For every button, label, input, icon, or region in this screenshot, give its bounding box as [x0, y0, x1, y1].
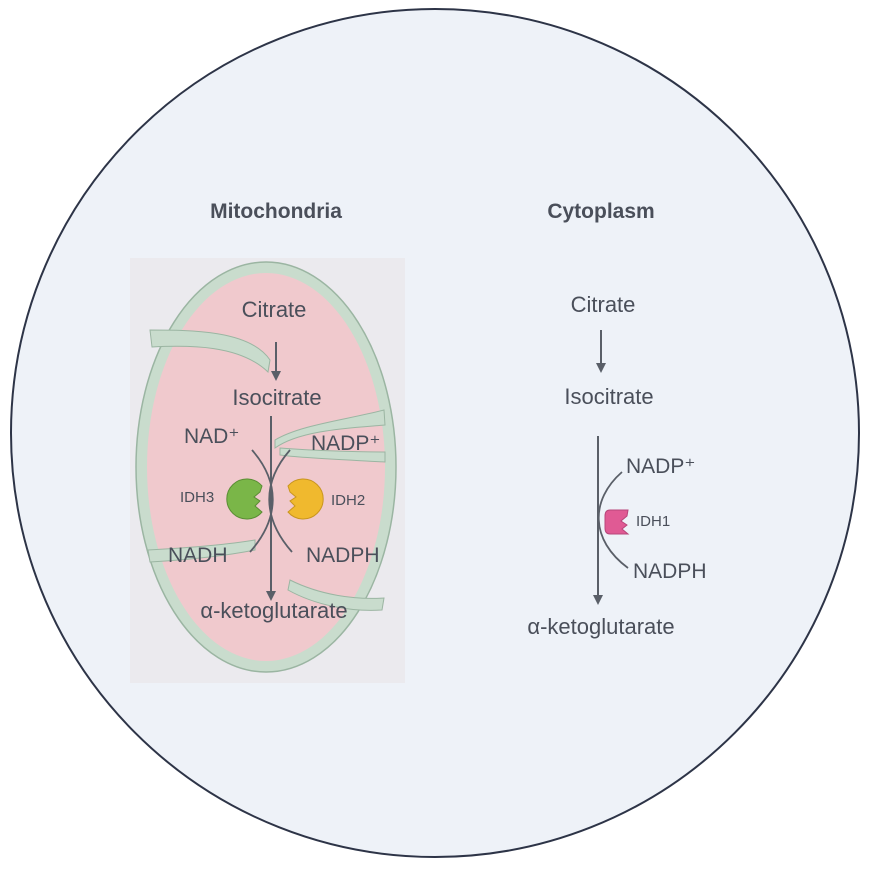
curve-nad-nadh — [249, 449, 274, 553]
cyto-akg-label: α-ketoglutarate — [527, 614, 675, 639]
mitochondrion — [135, 261, 397, 673]
idh2-label: IDH2 — [331, 492, 366, 509]
mito-nadp-plus-label: NADP⁺ — [311, 432, 381, 455]
idh3-enzyme-icon — [226, 478, 263, 520]
curve-nadp-nadph-cyto — [597, 471, 629, 569]
idh1-label: IDH1 — [636, 513, 671, 530]
cyto-nadp-plus-label: NADP⁺ — [626, 455, 696, 478]
cyto-isocitrate-label: Isocitrate — [564, 384, 654, 409]
idh1-enzyme-icon — [604, 509, 630, 535]
cyto-citrate-label: Citrate — [570, 292, 636, 317]
mito-nad-plus-label: NAD⁺ — [184, 425, 240, 448]
mito-nadph-label: NADPH — [306, 544, 380, 567]
cyto-nadph-label: NADPH — [633, 560, 707, 583]
mito-akg-label: α-ketoglutarate — [200, 598, 348, 623]
cytoplasm-title: Cytoplasm — [547, 200, 655, 223]
mito-nadh-label: NADH — [168, 544, 228, 567]
idh3-label: IDH3 — [180, 489, 215, 506]
curve-nadp-nadph — [268, 449, 293, 553]
mitochondria-title: Mitochondria — [210, 200, 342, 223]
mito-isocitrate-label: Isocitrate — [232, 385, 322, 410]
mito-citrate-label: Citrate — [241, 297, 307, 322]
idh2-enzyme-icon — [287, 478, 324, 520]
